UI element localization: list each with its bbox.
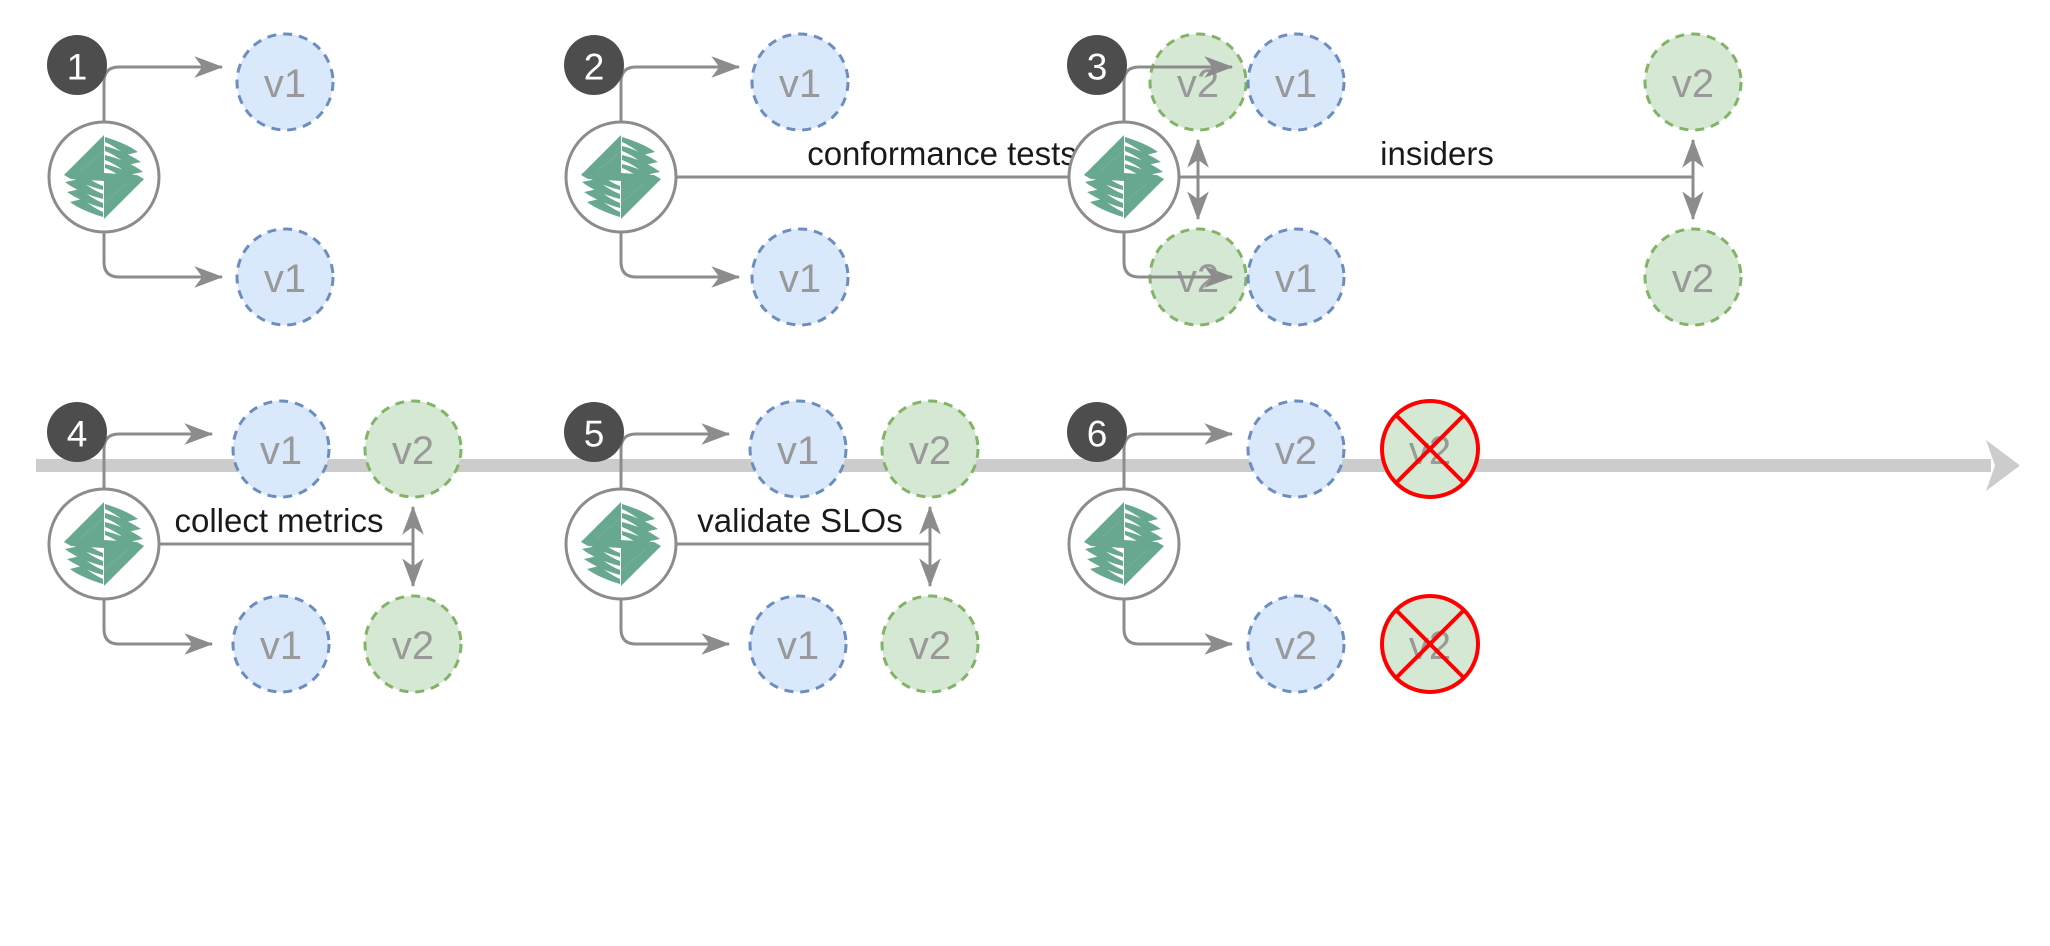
panel-2-step-badge: 2 <box>564 35 624 95</box>
panel-2-edge-top <box>619 56 741 122</box>
node-label: v1 <box>779 62 821 106</box>
panel-3-node-top-blue[interactable]: v1 <box>1246 32 1346 132</box>
panel-4-node-bottom-green[interactable]: v2 <box>363 594 463 694</box>
panel-4-step-badge: 4 <box>47 402 107 462</box>
panel-1-node-top-blue[interactable]: v1 <box>235 32 335 132</box>
panel-3-gateway[interactable] <box>1067 120 1181 234</box>
node-label: v1 <box>260 429 302 473</box>
panel-4: collect metrics v1 v1 v2 v2 4 <box>47 399 463 694</box>
panel-6-step-badge: 6 <box>1067 402 1127 462</box>
panel-5-edge-bottom <box>619 599 731 655</box>
panel-5-edge-label: validate SLOs <box>697 502 902 539</box>
strikethrough-icon <box>1380 399 1480 499</box>
panel-3-node-top-green[interactable]: v2 <box>1643 32 1743 132</box>
panel-2-gateway[interactable] <box>564 120 678 234</box>
panel-2-edge-bottom <box>619 232 741 288</box>
timeline-arrow <box>36 440 2020 491</box>
panel-1-edge-top <box>102 56 224 122</box>
panel-3: insiders v1 v1 v2 v2 3 <box>1067 32 1743 327</box>
node-label: v2 <box>1672 257 1714 301</box>
panel-2-node-top-green[interactable]: v2 <box>1148 32 1248 132</box>
panel-3-node-bottom-green[interactable]: v2 <box>1643 227 1743 327</box>
node-label: v1 <box>777 429 819 473</box>
panel-1-edge-bottom <box>102 232 224 288</box>
panel-4-gateway[interactable] <box>47 487 161 601</box>
panel-1-step-badge: 1 <box>47 35 107 95</box>
node-label: v1 <box>777 624 819 668</box>
node-label: v2 <box>1177 62 1219 106</box>
node-label: v1 <box>260 624 302 668</box>
panel-4-edge-bottom <box>102 599 214 655</box>
panel-1: v1 v1 1 <box>47 32 335 327</box>
panel-6-node-top-blue[interactable]: v2 <box>1246 399 1346 499</box>
panel-6-edge-bottom <box>1122 599 1234 655</box>
panel-4-edge-label: collect metrics <box>174 502 383 539</box>
panel-3-edge-bottom <box>1122 232 1234 288</box>
panel-4-node-top-green[interactable]: v2 <box>363 399 463 499</box>
panel-5-node-top-green[interactable]: v2 <box>880 399 980 499</box>
panel-1-node-bottom-blue[interactable]: v1 <box>235 227 335 327</box>
step-number: 4 <box>67 414 88 455</box>
node-label: v2 <box>392 624 434 668</box>
node-label: v1 <box>1275 62 1317 106</box>
panel-3-edge-label: insiders <box>1380 135 1494 172</box>
panel-3-step-badge: 3 <box>1067 35 1127 95</box>
step-number: 1 <box>67 47 88 88</box>
panel-5-node-top-blue[interactable]: v1 <box>748 399 848 499</box>
panel-2-node-top-blue[interactable]: v1 <box>750 32 850 132</box>
panel-3-node-bottom-blue[interactable]: v1 <box>1246 227 1346 327</box>
step-number: 6 <box>1087 414 1108 455</box>
panel-6-node-bottom-green-retired[interactable]: v2 <box>1380 594 1480 694</box>
node-label: v2 <box>1177 257 1219 301</box>
panel-5: validate SLOs v1 v1 v2 v2 5 <box>564 399 980 694</box>
strikethrough-icon <box>1380 594 1480 694</box>
node-label: v2 <box>392 429 434 473</box>
step-number: 2 <box>584 47 605 88</box>
panel-4-edge-top <box>102 423 214 489</box>
node-label: v2 <box>1275 429 1317 473</box>
panel-6-node-top-green-retired[interactable]: v2 <box>1380 399 1480 499</box>
step-number: 3 <box>1087 47 1108 88</box>
panel-6: v2 v2 v2 v2 <box>1067 399 1480 694</box>
panel-5-node-bottom-green[interactable]: v2 <box>880 594 980 694</box>
node-label: v2 <box>909 624 951 668</box>
panel-6-edge-top <box>1122 423 1234 489</box>
panel-3-edge-top <box>1122 56 1234 122</box>
node-label: v1 <box>779 257 821 301</box>
panel-4-node-bottom-blue[interactable]: v1 <box>231 594 331 694</box>
panel-5-node-bottom-blue[interactable]: v1 <box>748 594 848 694</box>
panel-2-edge-label: conformance tests <box>807 135 1077 172</box>
panel-5-step-badge: 5 <box>564 402 624 462</box>
node-label: v2 <box>909 429 951 473</box>
node-label: v2 <box>1275 624 1317 668</box>
panel-1-gateway[interactable] <box>47 120 161 234</box>
node-label: v1 <box>264 257 306 301</box>
panel-6-gateway[interactable] <box>1067 487 1181 601</box>
panel-6-node-bottom-blue[interactable]: v2 <box>1246 594 1346 694</box>
node-label: v2 <box>1672 62 1714 106</box>
panel-4-node-top-blue[interactable]: v1 <box>231 399 331 499</box>
panel-5-edge-top <box>619 423 731 489</box>
panel-2-node-bottom-blue[interactable]: v1 <box>750 227 850 327</box>
panel-2: conformance tests v1 v1 v2 v2 2 <box>564 32 1248 327</box>
node-label: v1 <box>264 62 306 106</box>
step-number: 5 <box>584 414 605 455</box>
node-label: v1 <box>1275 257 1317 301</box>
panel-5-gateway[interactable] <box>564 487 678 601</box>
